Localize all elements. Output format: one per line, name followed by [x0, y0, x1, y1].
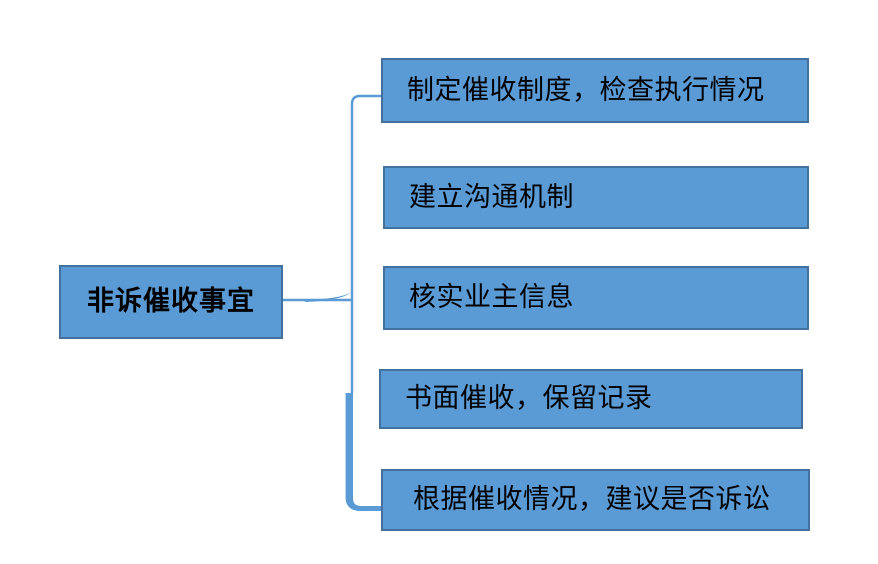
branch-node-2-label: 建立沟通机制 [409, 181, 574, 213]
connector-spine-highlight-edge [345, 393, 381, 510]
connector-spine-thin [350, 94, 381, 393]
branch-node-1[interactable]: 制定催收制度，检查执行情况 [381, 58, 809, 123]
branch-node-2[interactable]: 建立沟通机制 [383, 166, 809, 229]
branch-node-4[interactable]: 书面催收，保留记录 [379, 369, 803, 429]
branch-node-5[interactable]: 根据催收情况，建议是否诉讼 [381, 469, 810, 531]
connector-junction-lens [305, 292, 352, 302]
branch-node-5-label: 根据催收情况，建议是否诉讼 [413, 484, 771, 516]
branch-node-1-label: 制定催收制度，检查执行情况 [407, 74, 765, 106]
branch-node-3[interactable]: 核实业主信息 [383, 266, 809, 330]
connector-spine-highlight [346, 393, 381, 511]
root-node[interactable]: 非诉催收事宜 [59, 265, 283, 339]
root-node-label: 非诉催收事宜 [87, 286, 255, 318]
branch-node-3-label: 核实业主信息 [409, 282, 574, 314]
branch-node-4-label: 书面催收，保留记录 [405, 383, 653, 415]
